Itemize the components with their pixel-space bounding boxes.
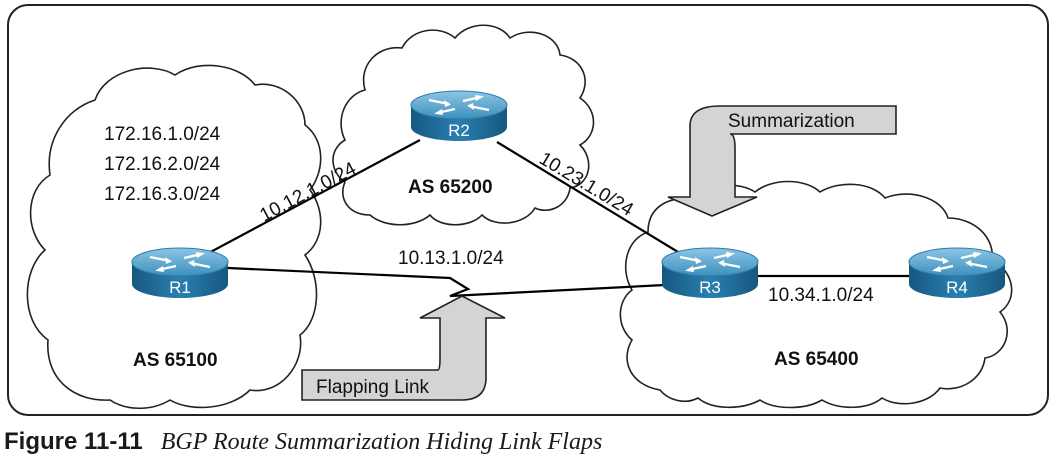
cloud-as65400	[619, 180, 1013, 409]
prefix-label-3: 172.16.3.0/24	[104, 184, 221, 205]
summarization-callout-arrow	[667, 105, 897, 217]
router-r2: R2	[409, 89, 509, 143]
link-label-r3-r4: 10.34.1.0/24	[768, 285, 874, 306]
as-label-65400: AS 65400	[774, 349, 859, 370]
router-r3: R3	[660, 246, 760, 300]
prefix-label-1: 172.16.1.0/24	[104, 124, 221, 145]
router-r4-label: R4	[946, 278, 968, 297]
figure-caption: Figure 11-11 BGP Route Summarization Hidi…	[4, 424, 1054, 460]
router-r4: R4	[907, 246, 1007, 300]
link-label-r1-r3: 10.13.1.0/24	[398, 248, 504, 269]
figure-title: BGP Route Summarization Hiding Link Flap…	[160, 429, 603, 455]
cloud-as65100	[26, 64, 322, 410]
figure-number: Figure 11-11	[4, 428, 143, 455]
diagram-frame	[7, 4, 1049, 416]
flapping-callout-arrow	[301, 295, 506, 401]
as-label-65100: AS 65100	[133, 350, 218, 371]
router-r2-label: R2	[448, 121, 470, 140]
as-label-65200: AS 65200	[408, 177, 493, 198]
link-r1-r3	[227, 266, 666, 298]
flapping-callout-label: Flapping Link	[316, 377, 430, 398]
link-r1-r2	[204, 139, 421, 256]
prefix-label-2: 172.16.2.0/24	[104, 154, 221, 175]
router-r3-label: R3	[699, 278, 721, 297]
router-r1-label: R1	[169, 278, 191, 297]
summarization-callout-label: Summarization	[728, 111, 855, 132]
link-r2-r3	[496, 141, 679, 253]
router-r1: R1	[130, 246, 230, 300]
